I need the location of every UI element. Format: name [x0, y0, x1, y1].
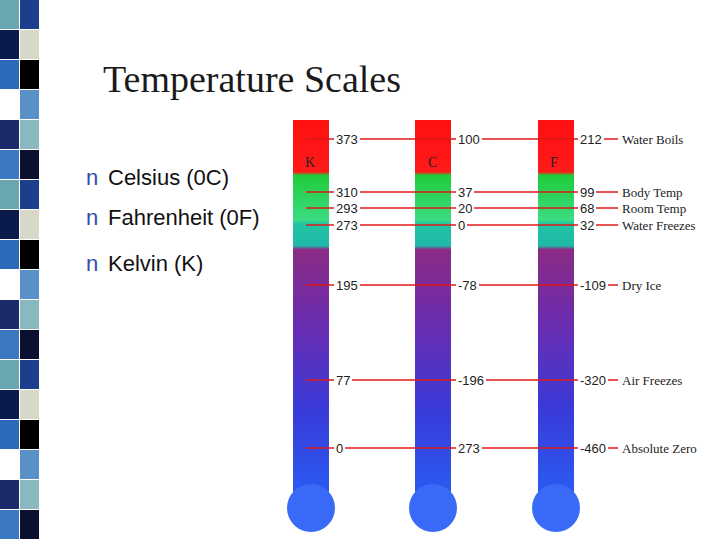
kelvin-value: 273 [334, 218, 360, 233]
scale-header: F [550, 156, 558, 170]
reference-name: Water Boils [620, 132, 685, 147]
celsius-value: -78 [456, 278, 479, 293]
kelvin-value: 0 [334, 441, 345, 456]
fahrenheit-value: 68 [578, 201, 596, 216]
bullet-text: Kelvin (K) [108, 253, 203, 275]
scale-header: K [305, 156, 315, 170]
kelvin-value: 373 [334, 132, 360, 147]
reference-name: Room Temp [620, 201, 688, 216]
kelvin-value: 293 [334, 201, 360, 216]
bullet-text: Celsius (0C) [108, 167, 229, 189]
bullet-glyph: n [86, 207, 98, 229]
celsius-value: 37 [456, 185, 474, 200]
fahrenheit-value: 99 [578, 185, 596, 200]
decor-strip [0, 0, 40, 540]
kelvin-thermometer [287, 120, 335, 532]
reference-name: Body Temp [620, 185, 685, 200]
kelvin-value: 310 [334, 185, 360, 200]
bullet-text: Fahrenheit (0F) [108, 207, 260, 229]
scale-header: C [428, 156, 437, 170]
reference-name: Water Freezes [620, 218, 698, 233]
fahrenheit-thermometer [532, 120, 580, 532]
kelvin-value: 195 [334, 278, 360, 293]
celsius-thermometer [409, 120, 457, 532]
bullet-glyph: n [86, 253, 98, 275]
celsius-value: 20 [456, 201, 474, 216]
celsius-value: 100 [456, 132, 482, 147]
reference-name: Absolute Zero [620, 441, 699, 456]
fahrenheit-value: -109 [578, 278, 608, 293]
reference-lines [306, 139, 618, 448]
fahrenheit-value: -320 [578, 373, 608, 388]
slide-title: Temperature Scales [103, 60, 401, 98]
celsius-value: -196 [456, 373, 486, 388]
fahrenheit-value: 32 [578, 218, 596, 233]
reference-name: Air Freezes [620, 373, 684, 388]
bullet-glyph: n [86, 167, 98, 189]
celsius-value: 273 [456, 441, 482, 456]
reference-name: Dry Ice [620, 278, 663, 293]
kelvin-value: 77 [334, 373, 352, 388]
celsius-value: 0 [456, 218, 467, 233]
fahrenheit-value: -460 [578, 441, 608, 456]
fahrenheit-value: 212 [578, 132, 604, 147]
